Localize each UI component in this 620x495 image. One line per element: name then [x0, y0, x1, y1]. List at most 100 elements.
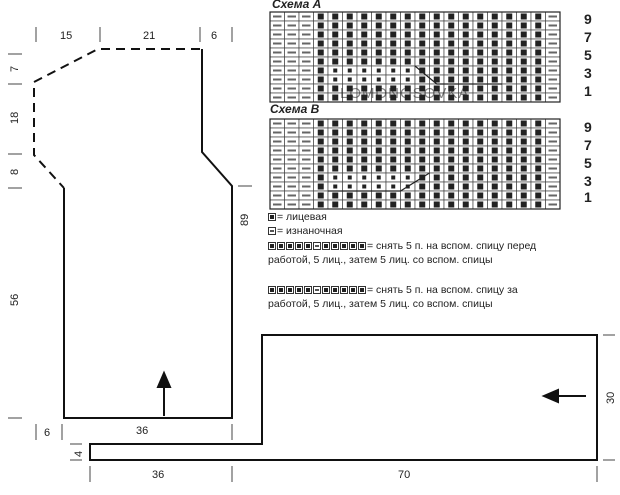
purl-mark [273, 158, 282, 161]
knit-mark [491, 22, 498, 29]
knit-mark [506, 13, 513, 20]
knit-mark [391, 68, 396, 73]
knit-mark [506, 85, 513, 92]
knit-mark [404, 22, 411, 29]
purl-mark [273, 78, 282, 81]
purl-mark [302, 122, 311, 125]
knit-mark [317, 31, 324, 38]
legend-cable-back-text-1: = снять 5 п. на вспом. спицу за [367, 284, 518, 296]
row-number: 5 [584, 47, 592, 63]
cable-front-symbol [268, 239, 367, 253]
shoulder-dashed-edge [33, 48, 200, 189]
knit-mark [404, 147, 411, 154]
knit-mark [317, 129, 324, 136]
knit-stitch-symbol [268, 210, 277, 224]
knit-mark [520, 94, 527, 101]
dimension-lines [8, 27, 615, 482]
knit-mark [361, 120, 368, 127]
knit-mark [448, 76, 455, 83]
knit-mark [448, 31, 455, 38]
knit-mark [520, 183, 527, 190]
knit-mark [390, 165, 397, 172]
knit-mark [390, 94, 397, 101]
knit-mark [535, 156, 542, 163]
knit-mark [506, 58, 513, 65]
knit-mark [433, 67, 440, 74]
purl-mark [273, 176, 282, 179]
knit-mark [404, 165, 411, 172]
knit-mark [535, 201, 542, 208]
knit-mark [448, 67, 455, 74]
legend-cable-front-text-2: работой, 5 лиц., затем 5 лиц. со вспом. … [268, 254, 493, 267]
dim-side-18: 18 [9, 112, 21, 124]
knit-mark [535, 40, 542, 47]
knit-mark [448, 49, 455, 56]
knit-mark [520, 147, 527, 154]
knit-mark [433, 183, 440, 190]
knit-mark [462, 76, 469, 83]
knit-mark [332, 192, 339, 199]
knit-mark [375, 40, 382, 47]
knit-mark [462, 94, 469, 101]
purl-mark [287, 158, 296, 161]
purl-stitch-symbol [268, 224, 277, 238]
knit-mark [535, 120, 542, 127]
knit-mark [506, 22, 513, 29]
knit-mark [419, 40, 426, 47]
purl-mark [302, 51, 311, 54]
purl-mark [273, 203, 282, 206]
knit-mark [332, 201, 339, 208]
knit-mark [462, 174, 469, 181]
knit-mark [506, 147, 513, 154]
purl-mark [548, 96, 557, 99]
knit-mark [317, 67, 324, 74]
knit-mark [535, 22, 542, 29]
knit-mark [419, 192, 426, 199]
knit-mark [448, 13, 455, 20]
knit-mark [491, 58, 498, 65]
watermark: LOMONOSOVKA [340, 85, 469, 102]
purl-mark [548, 60, 557, 63]
knit-mark [361, 58, 368, 65]
knit-mark [361, 156, 368, 163]
knit-mark [375, 156, 382, 163]
knit-mark [462, 22, 469, 29]
purl-mark [287, 131, 296, 134]
purl-mark [287, 96, 296, 99]
knit-mark [333, 175, 338, 180]
knit-mark [535, 192, 542, 199]
purl-mark [273, 122, 282, 125]
knit-mark [477, 174, 484, 181]
purl-mark [273, 87, 282, 90]
knit-mark [332, 13, 339, 20]
knit-mark [332, 58, 339, 65]
purl-mark [287, 149, 296, 152]
up-arrow [156, 370, 172, 416]
knit-mark [535, 174, 542, 181]
purl-mark [302, 203, 311, 206]
knit-mark [317, 201, 324, 208]
knit-mark [317, 40, 324, 47]
knit-mark [433, 85, 440, 92]
knit-mark [361, 85, 368, 92]
knit-mark [506, 165, 513, 172]
knit-mark [346, 147, 353, 154]
knit-mark [520, 49, 527, 56]
body-piece-outline [33, 48, 233, 419]
dim-band-30: 30 [605, 392, 617, 404]
knit-mark [361, 165, 368, 172]
knit-mark [433, 165, 440, 172]
knit-mark [491, 49, 498, 56]
purl-mark [287, 15, 296, 18]
dim-band-36: 36 [152, 469, 164, 481]
knit-mark [404, 129, 411, 136]
knit-mark [520, 165, 527, 172]
knit-mark [491, 40, 498, 47]
knit-mark [419, 165, 426, 172]
legend-knit: = лицевая [268, 210, 327, 224]
knit-mark [491, 201, 498, 208]
knit-mark [362, 184, 367, 189]
knit-mark [433, 22, 440, 29]
knit-mark [390, 201, 397, 208]
knit-mark [506, 138, 513, 145]
